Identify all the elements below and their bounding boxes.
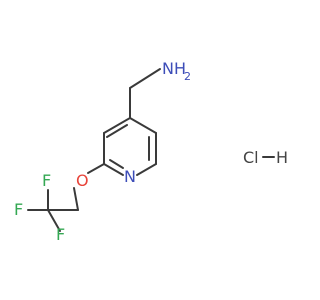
fluorine-bottom-label: F bbox=[56, 225, 65, 244]
bond-c5-c4 bbox=[129, 117, 157, 134]
bond-ch2-nh2 bbox=[129, 68, 161, 89]
bond-c4-c3 bbox=[103, 117, 131, 134]
fluorine-top-label: F bbox=[42, 171, 51, 190]
bond-c2-n1-double bbox=[109, 159, 124, 169]
ring-nitrogen-label: N bbox=[124, 167, 136, 186]
bond-c-f-bottom bbox=[47, 209, 61, 232]
atom-labels: NH 2 N O F F F Cl H bbox=[14, 59, 288, 244]
bond-n1-c6 bbox=[136, 163, 157, 176]
bond-c2-o bbox=[87, 163, 105, 174]
molecule-drawing: NH 2 N O F F F Cl H bbox=[14, 59, 288, 244]
amine-subscript: 2 bbox=[184, 70, 191, 83]
bond-layer bbox=[27, 68, 275, 232]
bond-c4-c3-double bbox=[106, 124, 128, 138]
structure-canvas: NH 2 N O F F F Cl H bbox=[14, 59, 289, 244]
bond-c2-n1 bbox=[103, 163, 124, 176]
amine-label: NH bbox=[162, 59, 186, 78]
bond-o-ch2 bbox=[73, 187, 79, 211]
salt-chlorine-label: Cl bbox=[243, 148, 259, 167]
ether-oxygen-label: O bbox=[76, 171, 89, 190]
fluorine-left-label: F bbox=[14, 200, 23, 219]
salt-hydrogen-label: H bbox=[276, 148, 288, 167]
